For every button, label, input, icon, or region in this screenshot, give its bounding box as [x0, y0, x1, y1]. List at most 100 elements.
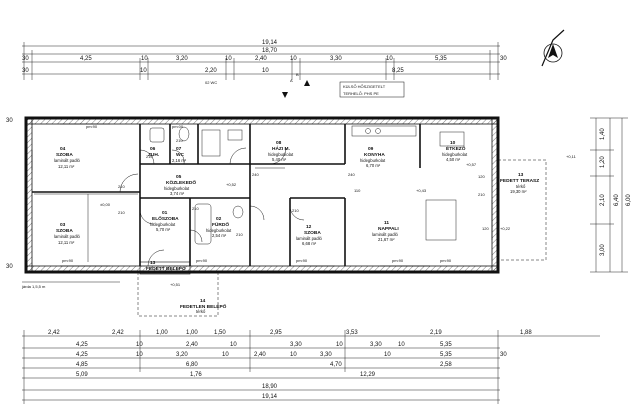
svg-text:2,42: 2,42: [48, 330, 60, 336]
svg-text:30: 30: [22, 56, 29, 62]
svg-text:2,19: 2,19: [430, 330, 442, 336]
top-room-label: 02 WC: [205, 80, 217, 85]
svg-text:NAPPALI: NAPPALI: [378, 226, 399, 232]
svg-text:SZOBA: SZOBA: [56, 152, 73, 158]
left-mark-top: 30: [6, 118, 13, 124]
svg-text:WC: WC: [176, 152, 185, 158]
svg-text:04: 04: [60, 146, 66, 152]
svg-text:05: 05: [176, 174, 182, 180]
svg-text:5,70 m²: 5,70 m²: [156, 227, 171, 232]
svg-text:FEDETT BELÉPŐ: FEDETT BELÉPŐ: [146, 264, 186, 272]
svg-text:4,25: 4,25: [76, 352, 88, 358]
exterior-walls: [24, 116, 500, 274]
svg-text:21,67 m²: 21,67 m²: [378, 237, 395, 242]
svg-text:laminált padló: laminált padló: [372, 232, 399, 237]
svg-text:2,54 m²: 2,54 m²: [212, 233, 227, 238]
svg-text:13: 13: [518, 172, 524, 178]
entrance-outline: [137, 261, 219, 317]
svg-text:11: 11: [384, 220, 389, 226]
floor-levels: ±0,00 +0,52 +0,57 +0,22 +0,11 +0,51 +0,4…: [100, 154, 577, 287]
scale-note: járda 1,5,5 m: [21, 284, 46, 289]
svg-text:210: 210: [478, 192, 485, 197]
svg-text:12,29: 12,29: [360, 372, 376, 378]
exterior-note-2: TERHELŐ: PHS PE: [343, 91, 379, 96]
svg-text:30: 30: [22, 68, 29, 74]
svg-text:4,50 m²: 4,50 m²: [446, 157, 461, 162]
svg-text:3,74 m²: 3,74 m²: [170, 191, 185, 196]
svg-text:4,70: 4,70: [330, 362, 342, 368]
room-10: 10 ÉTKEZŐ hidegburkolat 4,50 m²: [442, 140, 468, 162]
height-marks: 210 210 240 240 110 210 210 210 210 210 …: [118, 138, 489, 237]
svg-text:1,00: 1,00: [156, 330, 168, 336]
room-01: 01 ELŐSZOBA hidegburkolat 5,70 m²: [150, 210, 179, 232]
svg-text:hidegburkolat: hidegburkolat: [268, 152, 294, 157]
svg-text:6,70 m²: 6,70 m²: [366, 163, 381, 168]
svg-text:10: 10: [136, 342, 143, 348]
svg-text:pm:90: pm:90: [196, 258, 208, 263]
svg-text:2,20: 2,20: [205, 68, 217, 74]
svg-text:3,53: 3,53: [346, 330, 358, 336]
svg-text:3,20: 3,20: [176, 352, 188, 358]
fixtures: [34, 125, 465, 262]
svg-text:KONYHA: KONYHA: [364, 152, 385, 158]
svg-text:A: A: [290, 78, 293, 83]
bottom-dimension-lines: [22, 330, 600, 404]
room-05: 05 KÖZLEKEDŐ hidegburkolat 3,74 m²: [164, 174, 196, 196]
svg-text:12,11 m²: 12,11 m²: [58, 240, 75, 245]
svg-text:2,10: 2,10: [600, 194, 606, 206]
svg-text:01: 01: [162, 210, 168, 216]
svg-text:2,40: 2,40: [254, 352, 266, 358]
right-dimension-lines: 1,40 1,20 2,10 3,00 6,40 6,00: [590, 117, 632, 273]
svg-text:240: 240: [252, 172, 259, 177]
svg-text:ELŐSZOBA: ELŐSZOBA: [152, 215, 179, 222]
svg-text:±0,00: ±0,00: [100, 202, 111, 207]
svg-text:+0,57: +0,57: [466, 162, 477, 167]
svg-text:19,30 m²: 19,30 m²: [510, 189, 527, 194]
svg-text:03: 03: [60, 222, 66, 228]
svg-text:pm:90: pm:90: [440, 258, 452, 263]
bottom-dim-row-a: 2,42 2,42 1,00 1,00 1,50 2,95 3,53 2,19 …: [48, 330, 532, 336]
svg-text:10: 10: [386, 56, 393, 62]
bottom-dim-row-b: 4,25 10 2,40 10 3,30 10 3,30 10 5,35: [76, 342, 452, 348]
svg-text:210: 210: [118, 210, 125, 215]
svg-text:08: 08: [276, 140, 282, 146]
svg-text:09: 09: [368, 146, 374, 152]
svg-text:FEDETT TERASZ: FEDETT TERASZ: [500, 178, 539, 184]
svg-text:10: 10: [336, 342, 343, 348]
svg-text:KÖZLEKEDŐ: KÖZLEKEDŐ: [166, 179, 196, 186]
interior-walls: [32, 124, 421, 266]
svg-text:1,88: 1,88: [520, 330, 532, 336]
svg-text:térkő: térkő: [516, 184, 526, 189]
svg-text:B: B: [296, 72, 299, 77]
svg-text:SZOBA: SZOBA: [304, 230, 321, 236]
terrace-outline: [497, 159, 547, 261]
svg-text:5,09: 5,09: [76, 372, 88, 378]
svg-text:FEDETLEN BELÉPŐ: FEDETLEN BELÉPŐ: [180, 302, 227, 310]
svg-text:hidegburkolat: hidegburkolat: [150, 222, 176, 227]
svg-text:12: 12: [306, 224, 312, 230]
room-03: 03 SZOBA laminált padló 12,11 m²: [54, 222, 81, 245]
svg-text:pm:90: pm:90: [392, 258, 404, 263]
svg-text:SZOBA: SZOBA: [56, 228, 73, 234]
svg-text:hidegburkolat: hidegburkolat: [360, 158, 386, 163]
svg-text:6,80: 6,80: [186, 362, 198, 368]
svg-text:pm:90: pm:90: [296, 258, 308, 263]
bottom-dim-row-c: 4,25 10 3,20 10 2,40 10 3,30 10 5,35 30: [76, 352, 507, 358]
bottom-overall-dim-1: 18,90: [262, 384, 278, 390]
svg-text:10: 10: [230, 342, 237, 348]
svg-text:+0,52: +0,52: [226, 182, 237, 187]
windows: [25, 117, 499, 273]
svg-text:120: 120: [482, 226, 489, 231]
svg-text:laminált padló: laminált padló: [296, 236, 323, 241]
svg-text:13: 13: [150, 260, 156, 266]
svg-text:1,20: 1,20: [600, 156, 606, 168]
svg-text:10: 10: [262, 68, 269, 74]
room-04: 04 SZOBA laminált padló 12,11 m²: [54, 146, 81, 169]
svg-text:12,11 m²: 12,11 m²: [58, 164, 75, 169]
svg-text:210: 210: [292, 208, 299, 213]
room-09: 09 KONYHA hidegburkolat 6,70 m²: [360, 146, 386, 168]
svg-text:5,35: 5,35: [440, 342, 452, 348]
svg-text:1,00: 1,00: [186, 330, 198, 336]
svg-text:5,40 m²: 5,40 m²: [272, 157, 287, 162]
svg-text:4,85: 4,85: [76, 362, 88, 368]
